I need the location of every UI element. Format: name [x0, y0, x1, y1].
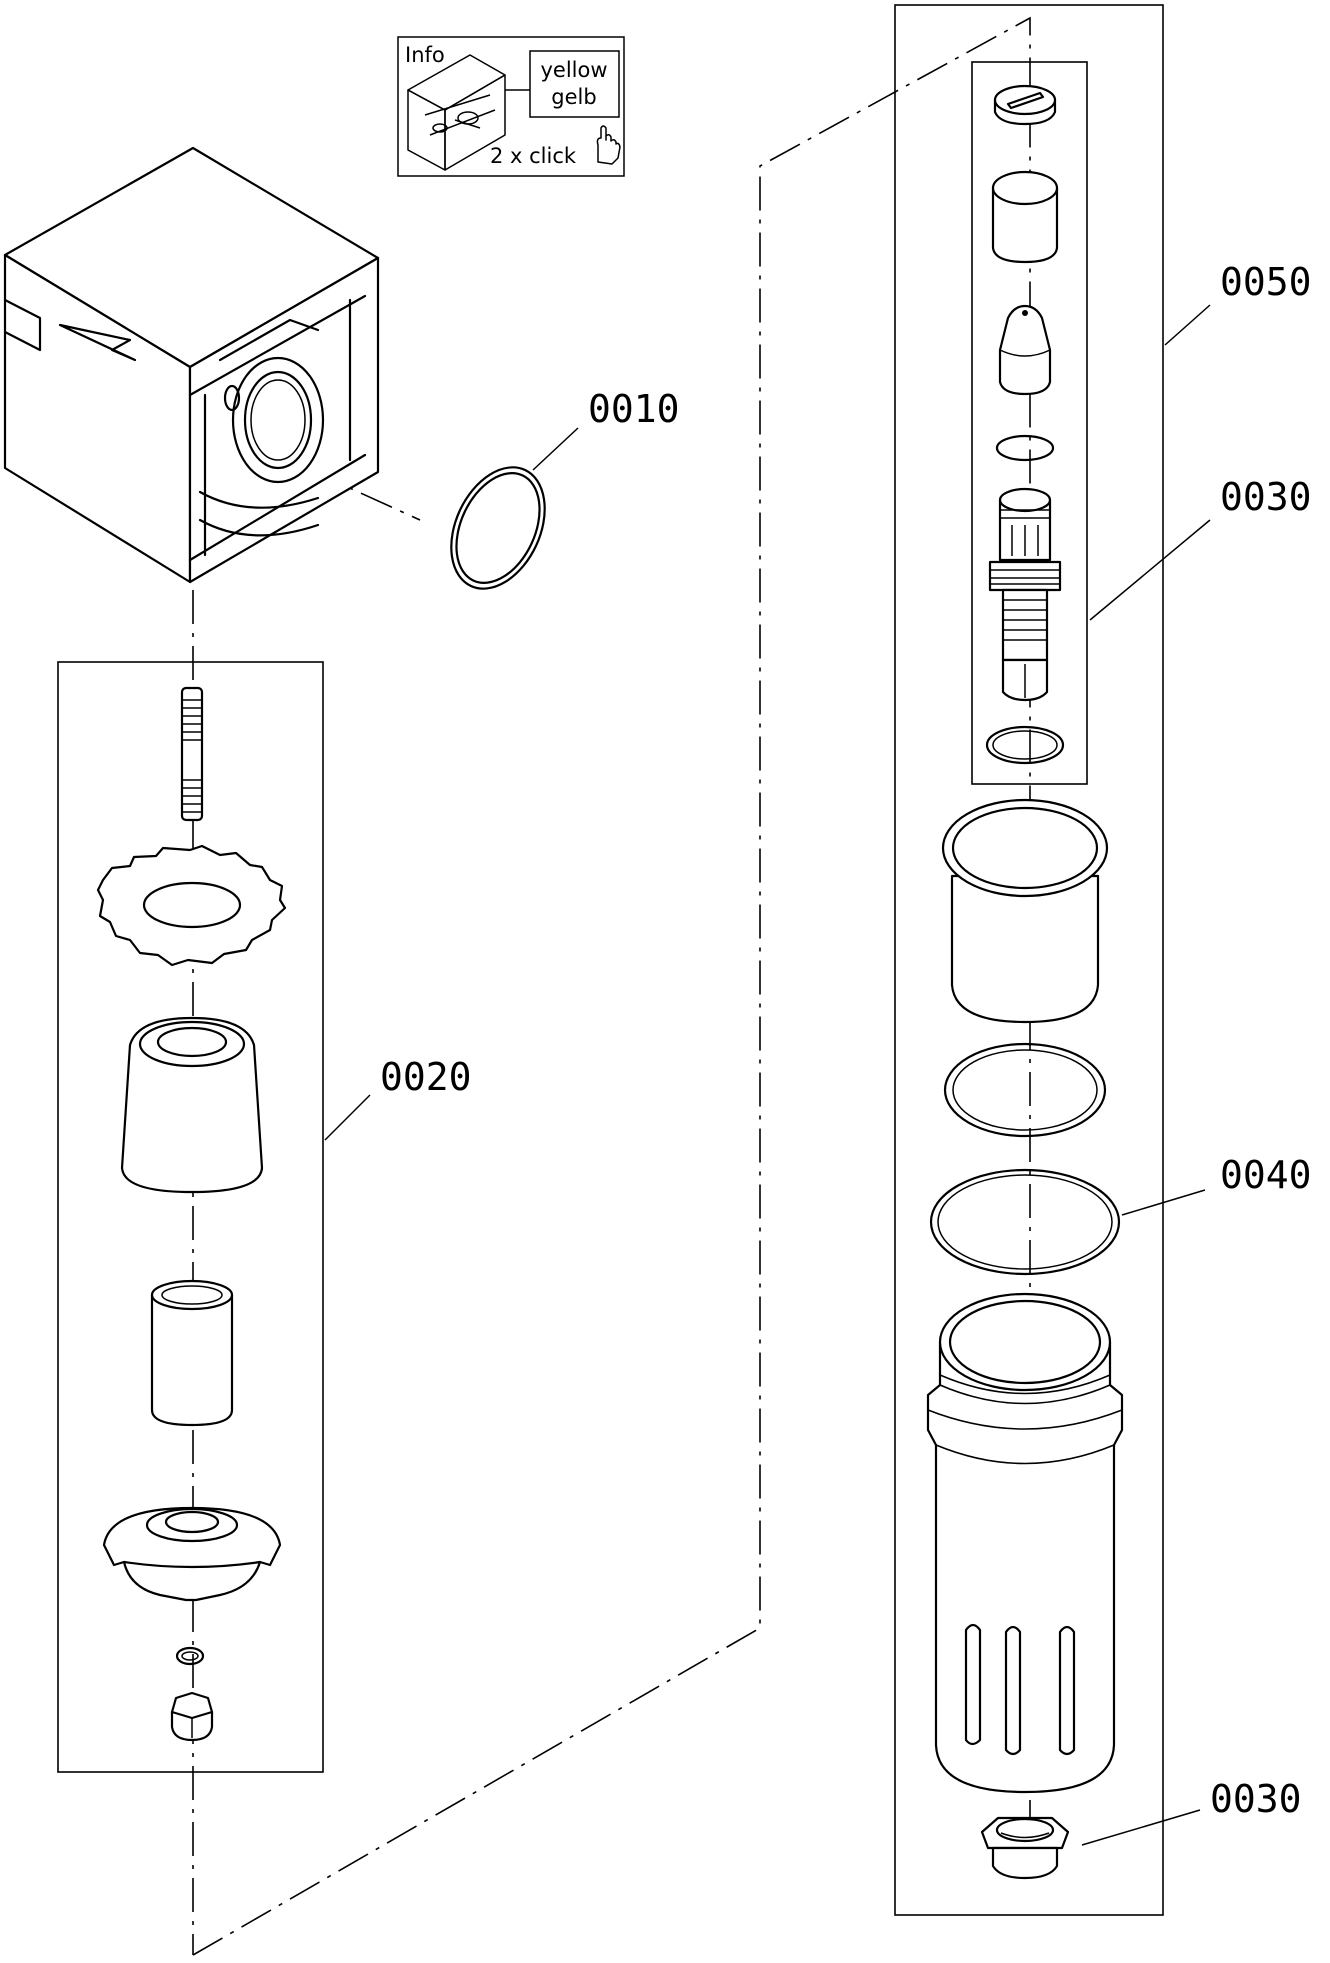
cap-nut: [170, 1691, 214, 1742]
stud-bolt: [180, 686, 204, 822]
leader-0040: [1121, 1189, 1206, 1216]
info-title: Info: [405, 43, 445, 67]
thin-o-ring: [995, 434, 1055, 462]
slotted-cap: [993, 84, 1057, 126]
leader-0030-top: [1089, 519, 1211, 621]
callout-0050: 0050: [1220, 260, 1312, 304]
info-color-de: gelb: [551, 85, 596, 109]
valve-insert: [988, 487, 1062, 702]
disk-seat: [102, 1506, 282, 1602]
callout-0030-bottom: 0030: [1210, 1777, 1302, 1821]
toothed-lock-washer: [96, 844, 287, 967]
callout-0030-top: 0030: [1220, 475, 1312, 519]
valve-o-ring: [985, 725, 1065, 765]
kit-frame-0050: [894, 4, 1164, 1916]
bowl: [926, 1292, 1124, 1794]
cylinder-sleeve: [991, 170, 1059, 264]
info-box[interactable]: Info yellow gelb 2 x click: [397, 36, 625, 177]
valve-body-block: [3, 146, 380, 584]
filter-cup: [941, 798, 1109, 1024]
kit-frame-0030-valve: [971, 61, 1088, 785]
cone-sleeve: [120, 1016, 264, 1194]
large-seal-upper: [943, 1042, 1107, 1138]
callout-0010: 0010: [588, 387, 680, 431]
info-hint: 2 x click: [490, 144, 577, 168]
o-ring-0010: [450, 466, 546, 590]
small-o-ring: [175, 1646, 205, 1666]
hand-pointer-icon: [596, 125, 621, 165]
large-seal-lower: [929, 1168, 1121, 1276]
callout-0020: 0020: [380, 1055, 472, 1099]
info-thumbnail: [407, 54, 506, 171]
info-color-en: yellow: [540, 58, 607, 82]
leader-0030-bottom: [1081, 1809, 1201, 1846]
callout-0040: 0040: [1220, 1153, 1312, 1197]
drain-nut: [980, 1816, 1070, 1880]
leader-0020: [324, 1094, 371, 1141]
kit-frame-0020: [57, 661, 324, 1773]
tube-spacer: [150, 1279, 234, 1427]
leader-0050: [1164, 304, 1211, 346]
leader-0010: [532, 427, 579, 471]
valve-cone: [998, 304, 1052, 396]
